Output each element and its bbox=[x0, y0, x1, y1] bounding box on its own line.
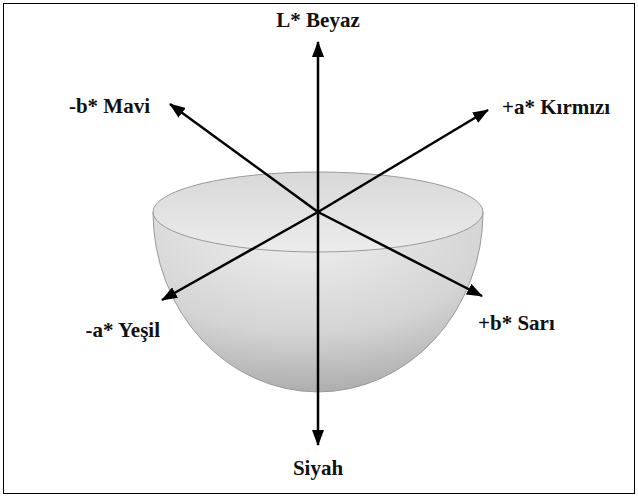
axis-label-upper-right: +a* Kırmızı bbox=[502, 95, 610, 119]
a-axis-negative bbox=[162, 212, 318, 300]
a-axis-positive bbox=[318, 110, 488, 212]
axis-label-lower-left: -a* Yeşil bbox=[86, 318, 160, 342]
axis-label-lower-right: +b* Sarı bbox=[478, 311, 555, 335]
frame bbox=[4, 4, 635, 494]
l-axis-down bbox=[317, 212, 320, 445]
axis-label-bottom: Siyah bbox=[293, 456, 343, 480]
axis-label-top: L* Beyaz bbox=[276, 8, 359, 32]
l-axis-up bbox=[317, 42, 320, 212]
b-axis-positive bbox=[318, 212, 482, 296]
axis-label-upper-left: -b* Mavi bbox=[69, 94, 150, 118]
b-axis-negative bbox=[170, 104, 318, 212]
